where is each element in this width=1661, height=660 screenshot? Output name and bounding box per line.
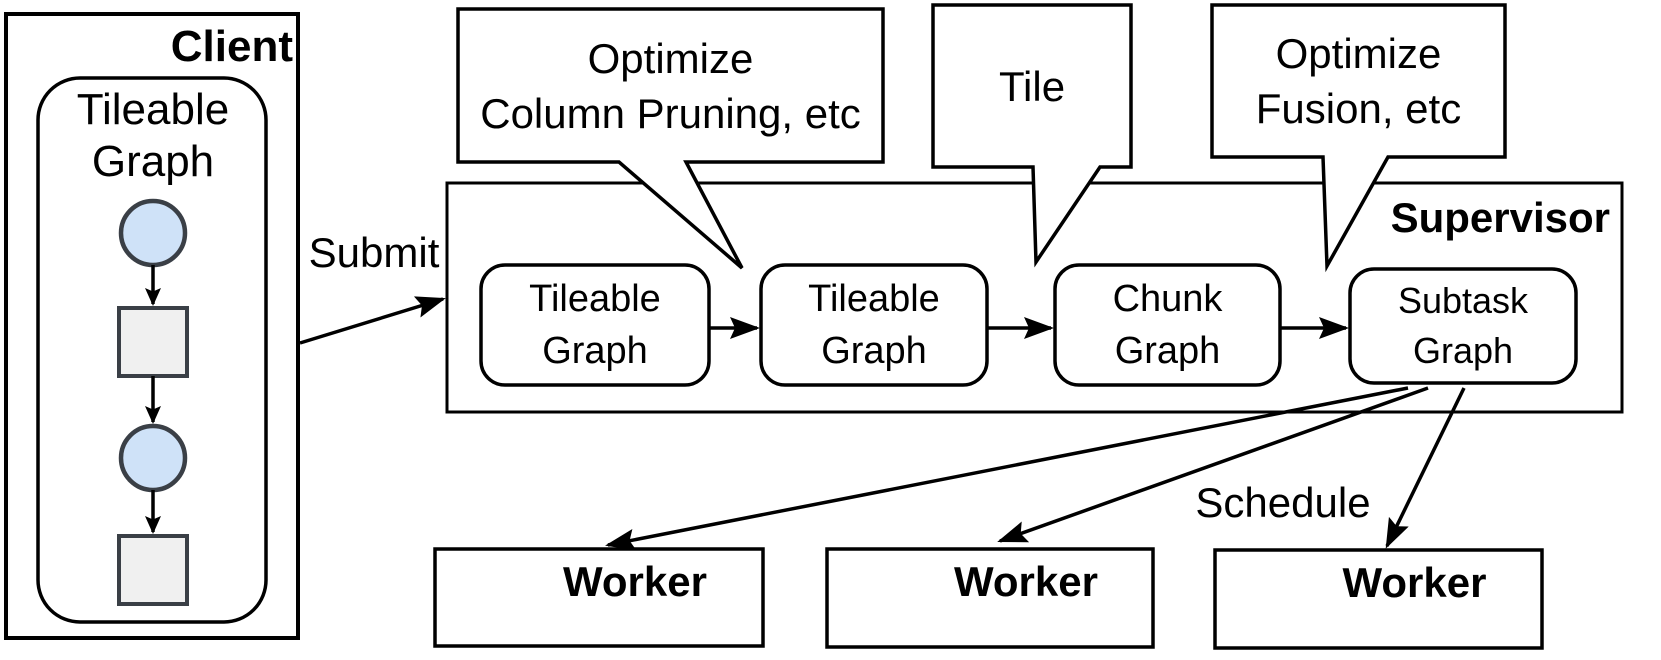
callout-line: Optimize	[1275, 30, 1442, 77]
schedule-arrow-worker-1	[605, 386, 1409, 551]
callout-line: Fusion, etc	[1255, 85, 1462, 132]
client-graph-label: Tileable Graph	[40, 84, 266, 188]
pipeline-label-line: Subtask	[1397, 279, 1529, 321]
worker-box-1	[433, 547, 765, 648]
schedule-arrow-worker-2	[997, 386, 1429, 543]
callout-optimize-fusion-text: Optimize Fusion, etc	[1212, 5, 1505, 157]
pipeline-label-line: Graph	[1114, 330, 1221, 372]
callout-tile	[931, 3, 1133, 268]
pipeline-label-chunk-graph: Chunk Graph	[1055, 265, 1280, 385]
client-tileable-graph-container	[36, 76, 268, 624]
worker-label-3: Worker	[1342, 559, 1487, 606]
pipeline-label-line: Graph	[1412, 330, 1514, 371]
tileable-node-circle-2	[118, 423, 188, 493]
pipeline-label-tileable-graph-1: Tileable Graph	[481, 265, 709, 385]
pipeline-label-line: Graph	[542, 330, 648, 372]
pipeline-label-subtask-graph: Subtask Graph	[1350, 269, 1576, 383]
callout-tile-text: Tile	[933, 5, 1131, 167]
pipeline-box-subtask-graph	[1348, 267, 1578, 385]
client-graph-label-line2: Graph	[91, 137, 215, 186]
callout-optimize-fusion	[1210, 3, 1507, 273]
callout-line: Optimize	[587, 34, 754, 82]
client-graph-label-line1: Tileable	[76, 85, 230, 134]
submit-label: Submit	[308, 229, 440, 276]
chunk-node-square-1	[117, 306, 189, 378]
submit-arrow	[299, 296, 446, 345]
callout-optimize-column-pruning	[456, 7, 885, 270]
pipeline-label-line: Tileable	[808, 277, 940, 320]
worker-box-2	[825, 547, 1155, 649]
callout-optimize-column-pruning-text: Optimize Column Pruning, etc	[458, 9, 883, 162]
pipeline-box-tileable-graph-1	[479, 263, 711, 387]
pipeline-label-line: Chunk	[1112, 277, 1223, 320]
client-title: Client	[170, 22, 293, 71]
worker-label-1: Worker	[563, 558, 707, 605]
schedule-label: Schedule	[1195, 479, 1371, 526]
pipeline-label-line: Graph	[821, 330, 927, 372]
callout-line: Tile	[998, 62, 1066, 110]
worker-label-2: Worker	[954, 558, 1098, 605]
chunk-node-square-2	[117, 534, 189, 606]
schedule-arrow-worker-3	[1385, 387, 1466, 549]
pipeline-label-tileable-graph-2: Tileable Graph	[761, 265, 987, 385]
tileable-node-circle-1	[118, 198, 188, 268]
pipeline-box-chunk-graph	[1053, 263, 1282, 387]
pipeline-box-tileable-graph-2	[759, 263, 989, 387]
supervisor-title: Supervisor	[1390, 194, 1610, 241]
worker-box-3	[1213, 548, 1544, 650]
pipeline-label-line: Tileable	[529, 277, 661, 320]
client-box	[4, 12, 300, 640]
callout-line: Column Pruning, etc	[480, 89, 861, 137]
